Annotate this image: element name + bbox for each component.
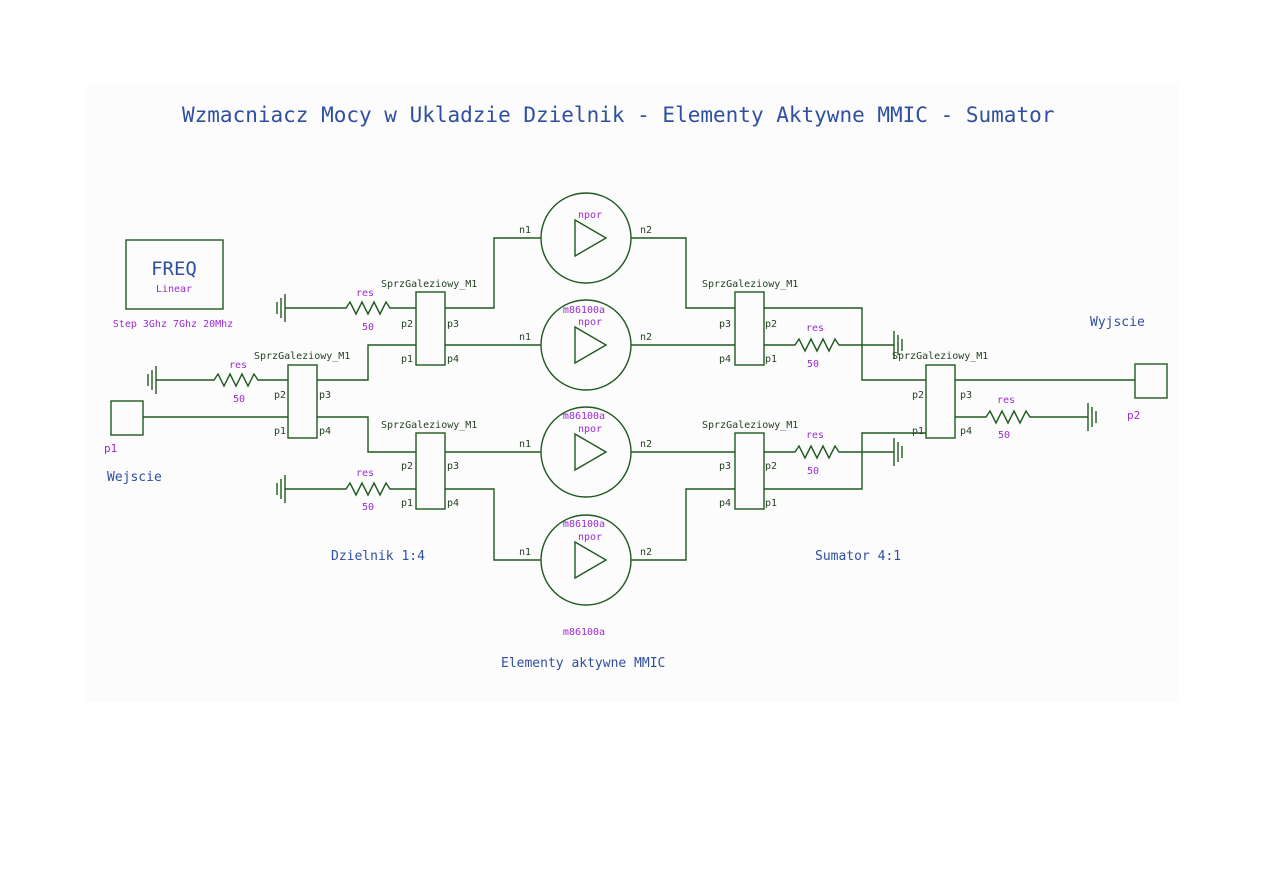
coupler-b-name: SprzGaleziowy_M1 (381, 279, 477, 290)
wire-b-p3 (445, 237, 541, 309)
coupler-a-p3: p3 (319, 390, 331, 401)
amplifier-1-name: npor (578, 210, 602, 221)
coupler-c-p3: p3 (447, 461, 459, 472)
coupler-f-p2: p2 (912, 390, 924, 401)
amplifier-1-n2: n2 (640, 225, 652, 236)
amplifier-4-n1: n1 (519, 547, 531, 558)
coupler-d[interactable] (734, 291, 765, 366)
wire-a-p3 (317, 344, 416, 381)
freq-block[interactable]: FREQ Linear (125, 239, 224, 310)
coupler-e[interactable] (734, 432, 765, 510)
resistor-f-name: res (997, 395, 1015, 406)
amplifier-2-n1: n1 (519, 332, 531, 343)
amplifier-2-model: m86100a (563, 411, 605, 422)
output-label: Wyjscie (1090, 315, 1145, 330)
freq-mode: Linear (156, 284, 192, 295)
amplifier-4-model: m86100a (563, 627, 605, 638)
coupler-b-p4: p4 (447, 354, 459, 365)
resistor-f[interactable] (955, 409, 1088, 425)
coupler-a-name: SprzGaleziowy_M1 (254, 351, 350, 362)
combiner-label: Sumator 4:1 (815, 549, 901, 564)
coupler-a-p4: p4 (319, 426, 331, 437)
output-port-label: p2 (1127, 409, 1140, 422)
input-label: Wejscie (107, 470, 162, 485)
resistor-d[interactable] (764, 337, 894, 353)
resistor-a[interactable] (156, 372, 288, 388)
coupler-d-p4: p4 (719, 354, 731, 365)
resistor-d-name: res (806, 323, 824, 334)
resistor-b-name: res (356, 288, 374, 299)
coupler-f[interactable] (925, 364, 956, 439)
coupler-f-name: SprzGaleziowy_M1 (892, 351, 988, 362)
coupler-b-p1: p1 (401, 354, 413, 365)
wire-amp4-out (631, 488, 735, 561)
coupler-e-name: SprzGaleziowy_M1 (702, 420, 798, 431)
resistor-e-value: 50 (807, 466, 819, 477)
amplifier-3-name: npor (578, 424, 602, 435)
coupler-b-p2: p2 (401, 319, 413, 330)
resistor-b[interactable] (285, 300, 416, 316)
amplifier-3-model: m86100a (563, 519, 605, 530)
resistor-d-value: 50 (807, 359, 819, 370)
coupler-e-p2: p2 (765, 461, 777, 472)
coupler-f-p1: p1 (912, 426, 924, 437)
amplifier-1-model: m86100a (563, 305, 605, 316)
coupler-f-p4: p4 (960, 426, 972, 437)
coupler-b-p3: p3 (447, 319, 459, 330)
amplifier-2-n2: n2 (640, 332, 652, 343)
active-elements-label: Elementy aktywne MMIC (501, 656, 665, 671)
coupler-c[interactable] (415, 432, 446, 510)
amplifier-1-n1: n1 (519, 225, 531, 236)
resistor-a-value: 50 (233, 394, 245, 405)
ground-e (893, 438, 903, 466)
input-port-label: p1 (104, 442, 117, 455)
coupler-a-p1: p1 (274, 426, 286, 437)
wire-e-out (764, 432, 926, 490)
freq-sweep: Step 3Ghz 7Ghz 20Mhz (113, 319, 233, 330)
resistor-e-name: res (806, 430, 824, 441)
resistor-b-value: 50 (362, 322, 374, 333)
coupler-c-p4: p4 (447, 498, 459, 509)
resistor-f-value: 50 (998, 430, 1010, 441)
resistor-c-value: 50 (362, 502, 374, 513)
coupler-d-p3: p3 (719, 319, 731, 330)
wire-d-out (764, 307, 926, 381)
amplifier-4-n2: n2 (640, 547, 652, 558)
ground-d (893, 331, 903, 359)
resistor-c[interactable] (285, 481, 416, 497)
coupler-d-p1: p1 (765, 354, 777, 365)
coupler-c-name: SprzGaleziowy_M1 (381, 420, 477, 431)
coupler-a-p2: p2 (274, 390, 286, 401)
coupler-c-p1: p1 (401, 498, 413, 509)
coupler-b[interactable] (415, 291, 446, 366)
ground-f (1087, 403, 1097, 431)
coupler-f-p3: p3 (960, 390, 972, 401)
resistor-a-name: res (229, 360, 247, 371)
amplifier-2-name: npor (578, 317, 602, 328)
coupler-d-name: SprzGaleziowy_M1 (702, 279, 798, 290)
coupler-d-p2: p2 (765, 319, 777, 330)
schematic-title: Wzmacniacz Mocy w Ukladzie Dzielnik - El… (182, 103, 1054, 127)
input-port[interactable] (110, 400, 144, 436)
wire-c-p4 (445, 488, 541, 561)
output-port[interactable] (1134, 363, 1168, 399)
amplifier-3-n1: n1 (519, 439, 531, 450)
coupler-e-p3: p3 (719, 461, 731, 472)
amplifier-3-n2: n2 (640, 439, 652, 450)
coupler-e-p4: p4 (719, 498, 731, 509)
schematic-sheet (86, 84, 1179, 702)
wire-amp1-out (631, 237, 735, 309)
coupler-c-p2: p2 (401, 461, 413, 472)
freq-name: FREQ (151, 258, 197, 280)
divider-label: Dzielnik 1:4 (331, 549, 425, 564)
wire-a-p4 (317, 416, 416, 453)
resistor-e[interactable] (764, 444, 894, 460)
amplifier-4-name: npor (578, 532, 602, 543)
resistor-c-name: res (356, 468, 374, 479)
coupler-a[interactable] (287, 364, 318, 439)
coupler-e-p1: p1 (765, 498, 777, 509)
